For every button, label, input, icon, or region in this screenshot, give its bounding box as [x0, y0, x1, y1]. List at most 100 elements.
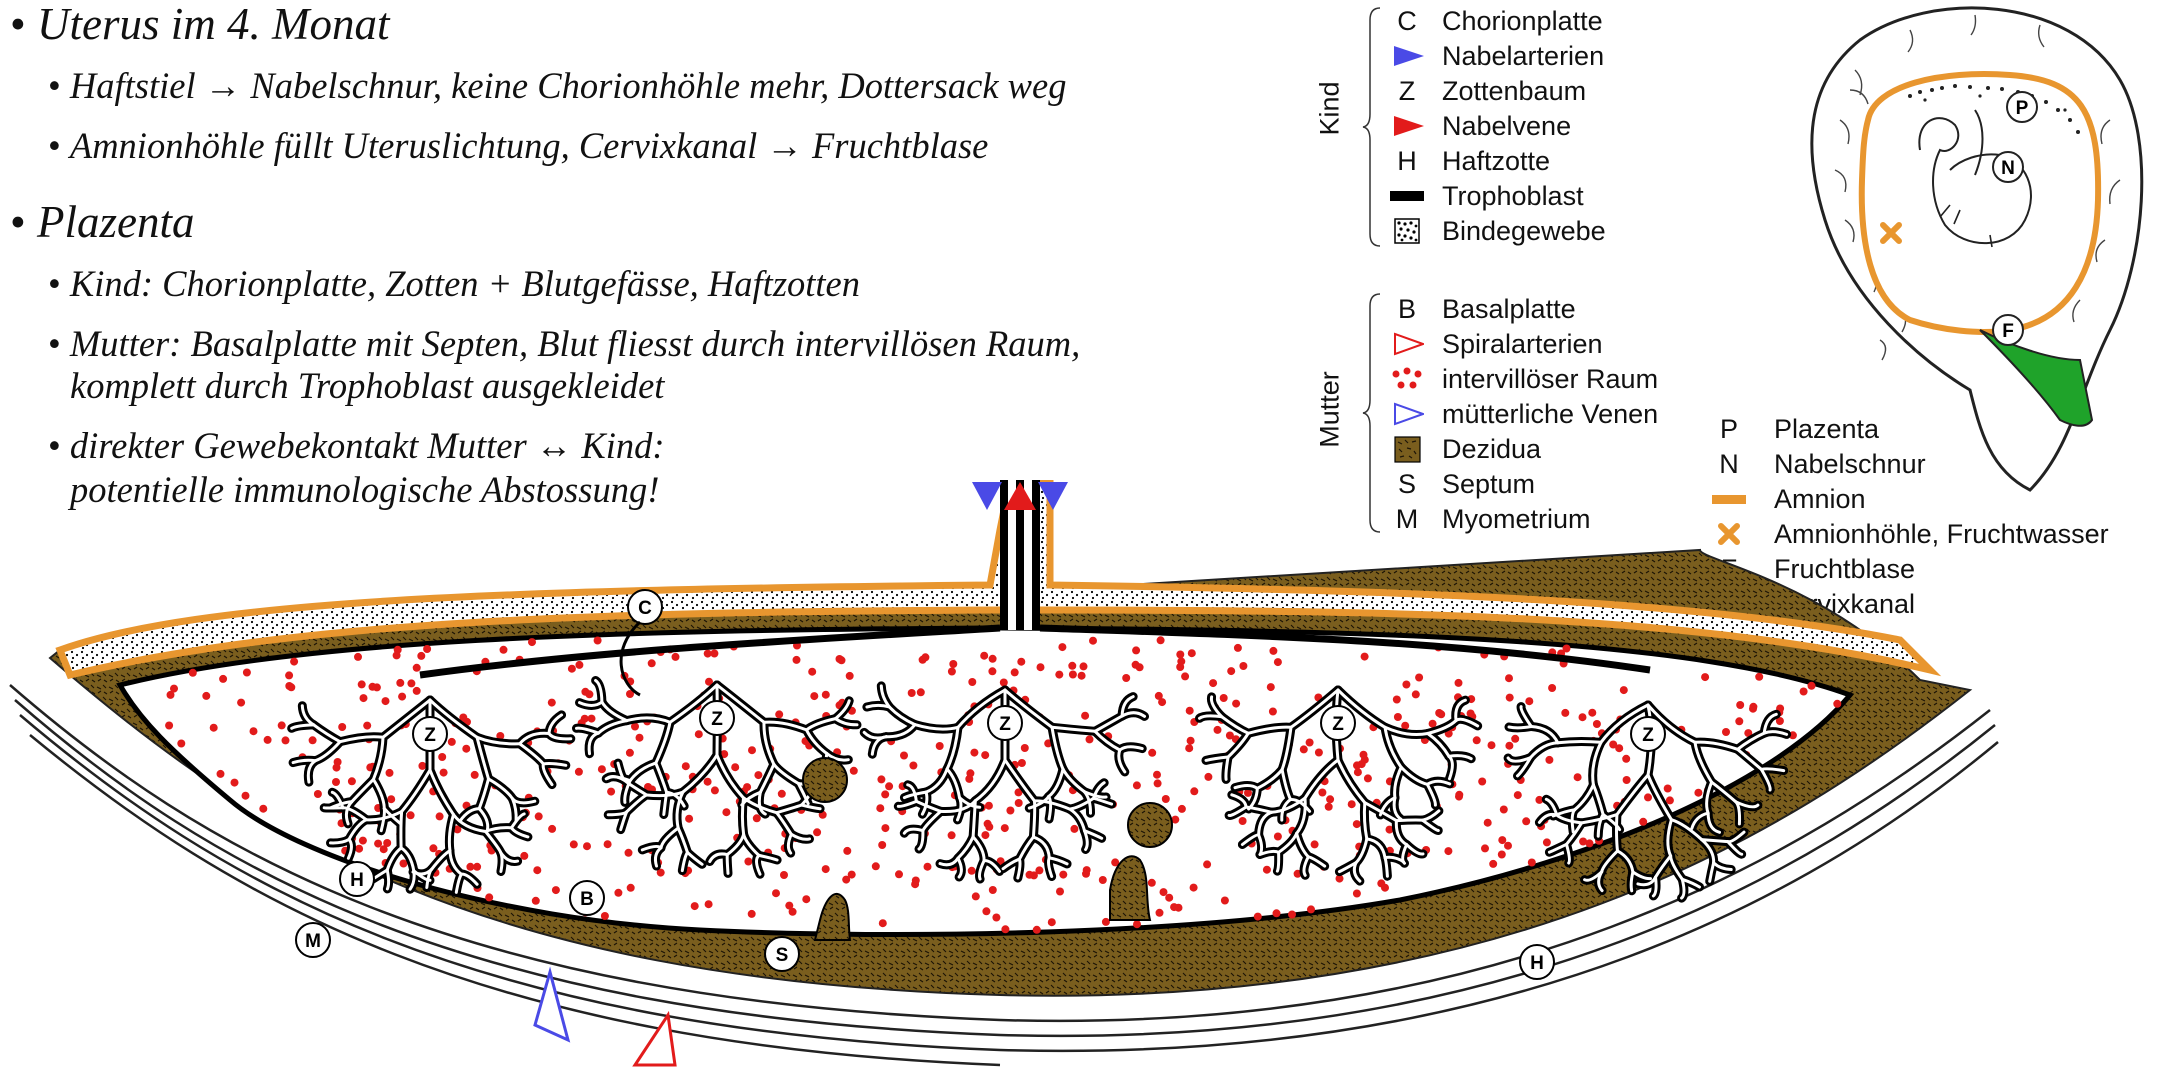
blood-dot [744, 858, 752, 866]
blood-dot [533, 866, 541, 874]
blood-dot [413, 664, 421, 672]
blood-dot [772, 889, 780, 897]
blood-dot [282, 736, 290, 744]
blood-dot [338, 723, 346, 731]
blood-dot [691, 902, 699, 910]
blood-dot [1402, 681, 1410, 689]
blood-dot [1644, 793, 1652, 801]
blood-dot [614, 889, 622, 897]
blood-dot [822, 691, 830, 699]
blood-dot [1504, 842, 1512, 850]
blood-dot [358, 680, 366, 688]
blood-dot [921, 653, 929, 661]
legend-text: Spiralarterien [1442, 327, 1603, 361]
blood-dot [1158, 698, 1166, 706]
legend-text: Nabelvene [1442, 109, 1571, 143]
blood-dot [1069, 671, 1077, 679]
uterus-illustration: P N F [1780, 0, 2150, 500]
blood-dot [722, 808, 730, 816]
blood-dot [1269, 647, 1277, 655]
blood-dot [532, 897, 540, 905]
blood-dot [1500, 806, 1508, 814]
blood-dot [848, 871, 856, 879]
svg-text:M: M [305, 931, 321, 952]
blood-dot [1017, 658, 1025, 666]
blood-dot [1473, 736, 1481, 744]
blood-dot [1267, 683, 1275, 691]
blood-dot [333, 764, 341, 772]
blood-dot [1488, 741, 1496, 749]
blood-dot [1354, 768, 1362, 776]
legend-text: Zottenbaum [1442, 74, 1586, 108]
blood-dot [1227, 667, 1235, 675]
label-z: Z [1631, 717, 1665, 751]
blood-dot [968, 867, 976, 875]
label-h: H [1520, 945, 1554, 979]
blood-dot [219, 675, 227, 683]
blood-dot [1086, 735, 1094, 743]
svg-text:P: P [2016, 98, 2029, 119]
blood-dot [1505, 674, 1513, 682]
blood-dot [418, 762, 426, 770]
blood-dot [1089, 637, 1097, 645]
blood-dot [1514, 791, 1522, 799]
legend-text: Haftzotte [1442, 144, 1550, 178]
sub-bullet-text: Amnionhöhle füllt Uteruslichtung, Cervix… [70, 125, 988, 166]
blood-dot [264, 736, 272, 744]
blood-dot [711, 786, 719, 794]
bullet-uterus-title: Uterus im 4. Monat [37, 0, 390, 49]
blood-dot [948, 831, 956, 839]
blood-dot [912, 877, 920, 885]
blood-dot [949, 660, 957, 668]
blood-dot [1220, 694, 1228, 702]
legend-text: Bindegewebe [1442, 214, 1606, 248]
blood-dot [1055, 671, 1063, 679]
blood-dot [1176, 651, 1184, 659]
blood-dot [1429, 720, 1437, 728]
blood-dot [1011, 668, 1019, 676]
dotted-square-icon [1390, 214, 1424, 248]
blood-dot [309, 736, 317, 744]
villus-branch [1631, 872, 1633, 891]
blood-dot [968, 678, 976, 686]
uterus-label-n: N [1993, 152, 2023, 182]
blood-dot [588, 715, 596, 723]
blood-dot [1006, 807, 1014, 815]
blood-dot [876, 804, 884, 812]
blood-dot [636, 734, 644, 742]
blood-dot [793, 656, 801, 664]
blood-dot [989, 886, 997, 894]
blood-dot [1412, 690, 1420, 698]
black-bar-icon [1390, 179, 1424, 213]
blood-dot [648, 659, 656, 667]
sub-bullet-continuation: komplett durch Trophoblast ausgekleidet [70, 364, 664, 408]
blood-dot [1185, 744, 1193, 752]
label-b: B [570, 881, 604, 915]
blood-dot [1263, 866, 1271, 874]
svg-text:Z: Z [1332, 714, 1344, 735]
svg-text:Z: Z [1642, 725, 1654, 746]
blood-dot [1525, 697, 1533, 705]
blood-dot [1588, 709, 1596, 717]
villus-branch [1277, 852, 1278, 871]
sub-bullet-text: komplett durch Trophoblast ausgekleidet [70, 365, 664, 406]
blood-dot [1800, 688, 1808, 696]
legend-text: Trophoblast [1442, 179, 1584, 213]
label-h: H [340, 862, 374, 896]
blood-dot [548, 825, 556, 833]
blood-dot [581, 688, 589, 696]
blood-dot [413, 687, 421, 695]
sub-bullet-text: Mutter: Basalplatte mit Septen, Blut fli… [70, 323, 1080, 364]
blood-dot [1234, 644, 1242, 652]
blood-dot [1221, 897, 1229, 905]
blood-dot [808, 668, 816, 676]
blood-dot [754, 771, 762, 779]
blood-dot [1545, 756, 1553, 764]
blood-dot [210, 724, 218, 732]
blood-dot [981, 831, 989, 839]
blood-dot [1833, 700, 1841, 708]
blood-dot [583, 842, 591, 850]
blood-dot [1078, 672, 1086, 680]
blood-dot [1165, 894, 1173, 902]
blood-dot [1315, 749, 1323, 757]
